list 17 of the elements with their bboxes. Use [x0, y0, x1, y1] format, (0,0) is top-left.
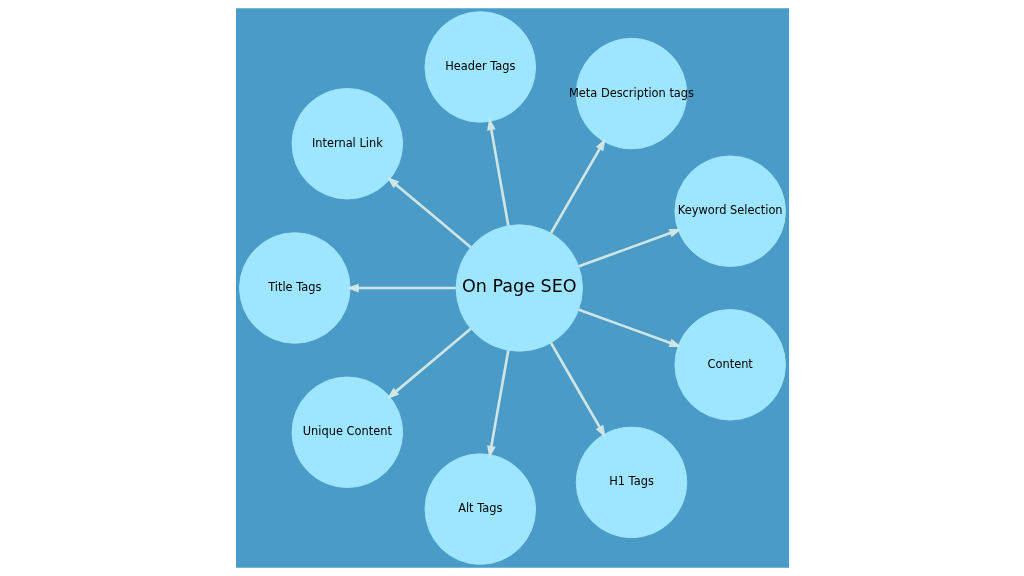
- node-circle: Keyword Selection: [673, 155, 786, 267]
- arrow: [486, 117, 510, 226]
- node-circle: Unique Content: [291, 376, 403, 488]
- node-circle: Title Tags: [238, 232, 351, 344]
- node-circle: Header Tags: [424, 11, 536, 123]
- arrow: [577, 228, 682, 268]
- arrow: [577, 308, 682, 348]
- node-circle: Content: [673, 309, 786, 421]
- arrow: [386, 176, 472, 249]
- node-circle: On Page SEO: [455, 224, 583, 352]
- arrow: [486, 350, 510, 459]
- arrow: [386, 327, 472, 400]
- arrow: [345, 283, 456, 293]
- arrow: [549, 138, 606, 234]
- node-circle: Internal Link: [291, 88, 403, 200]
- arrow: [549, 342, 606, 438]
- node-circle: Alt Tags: [424, 453, 536, 565]
